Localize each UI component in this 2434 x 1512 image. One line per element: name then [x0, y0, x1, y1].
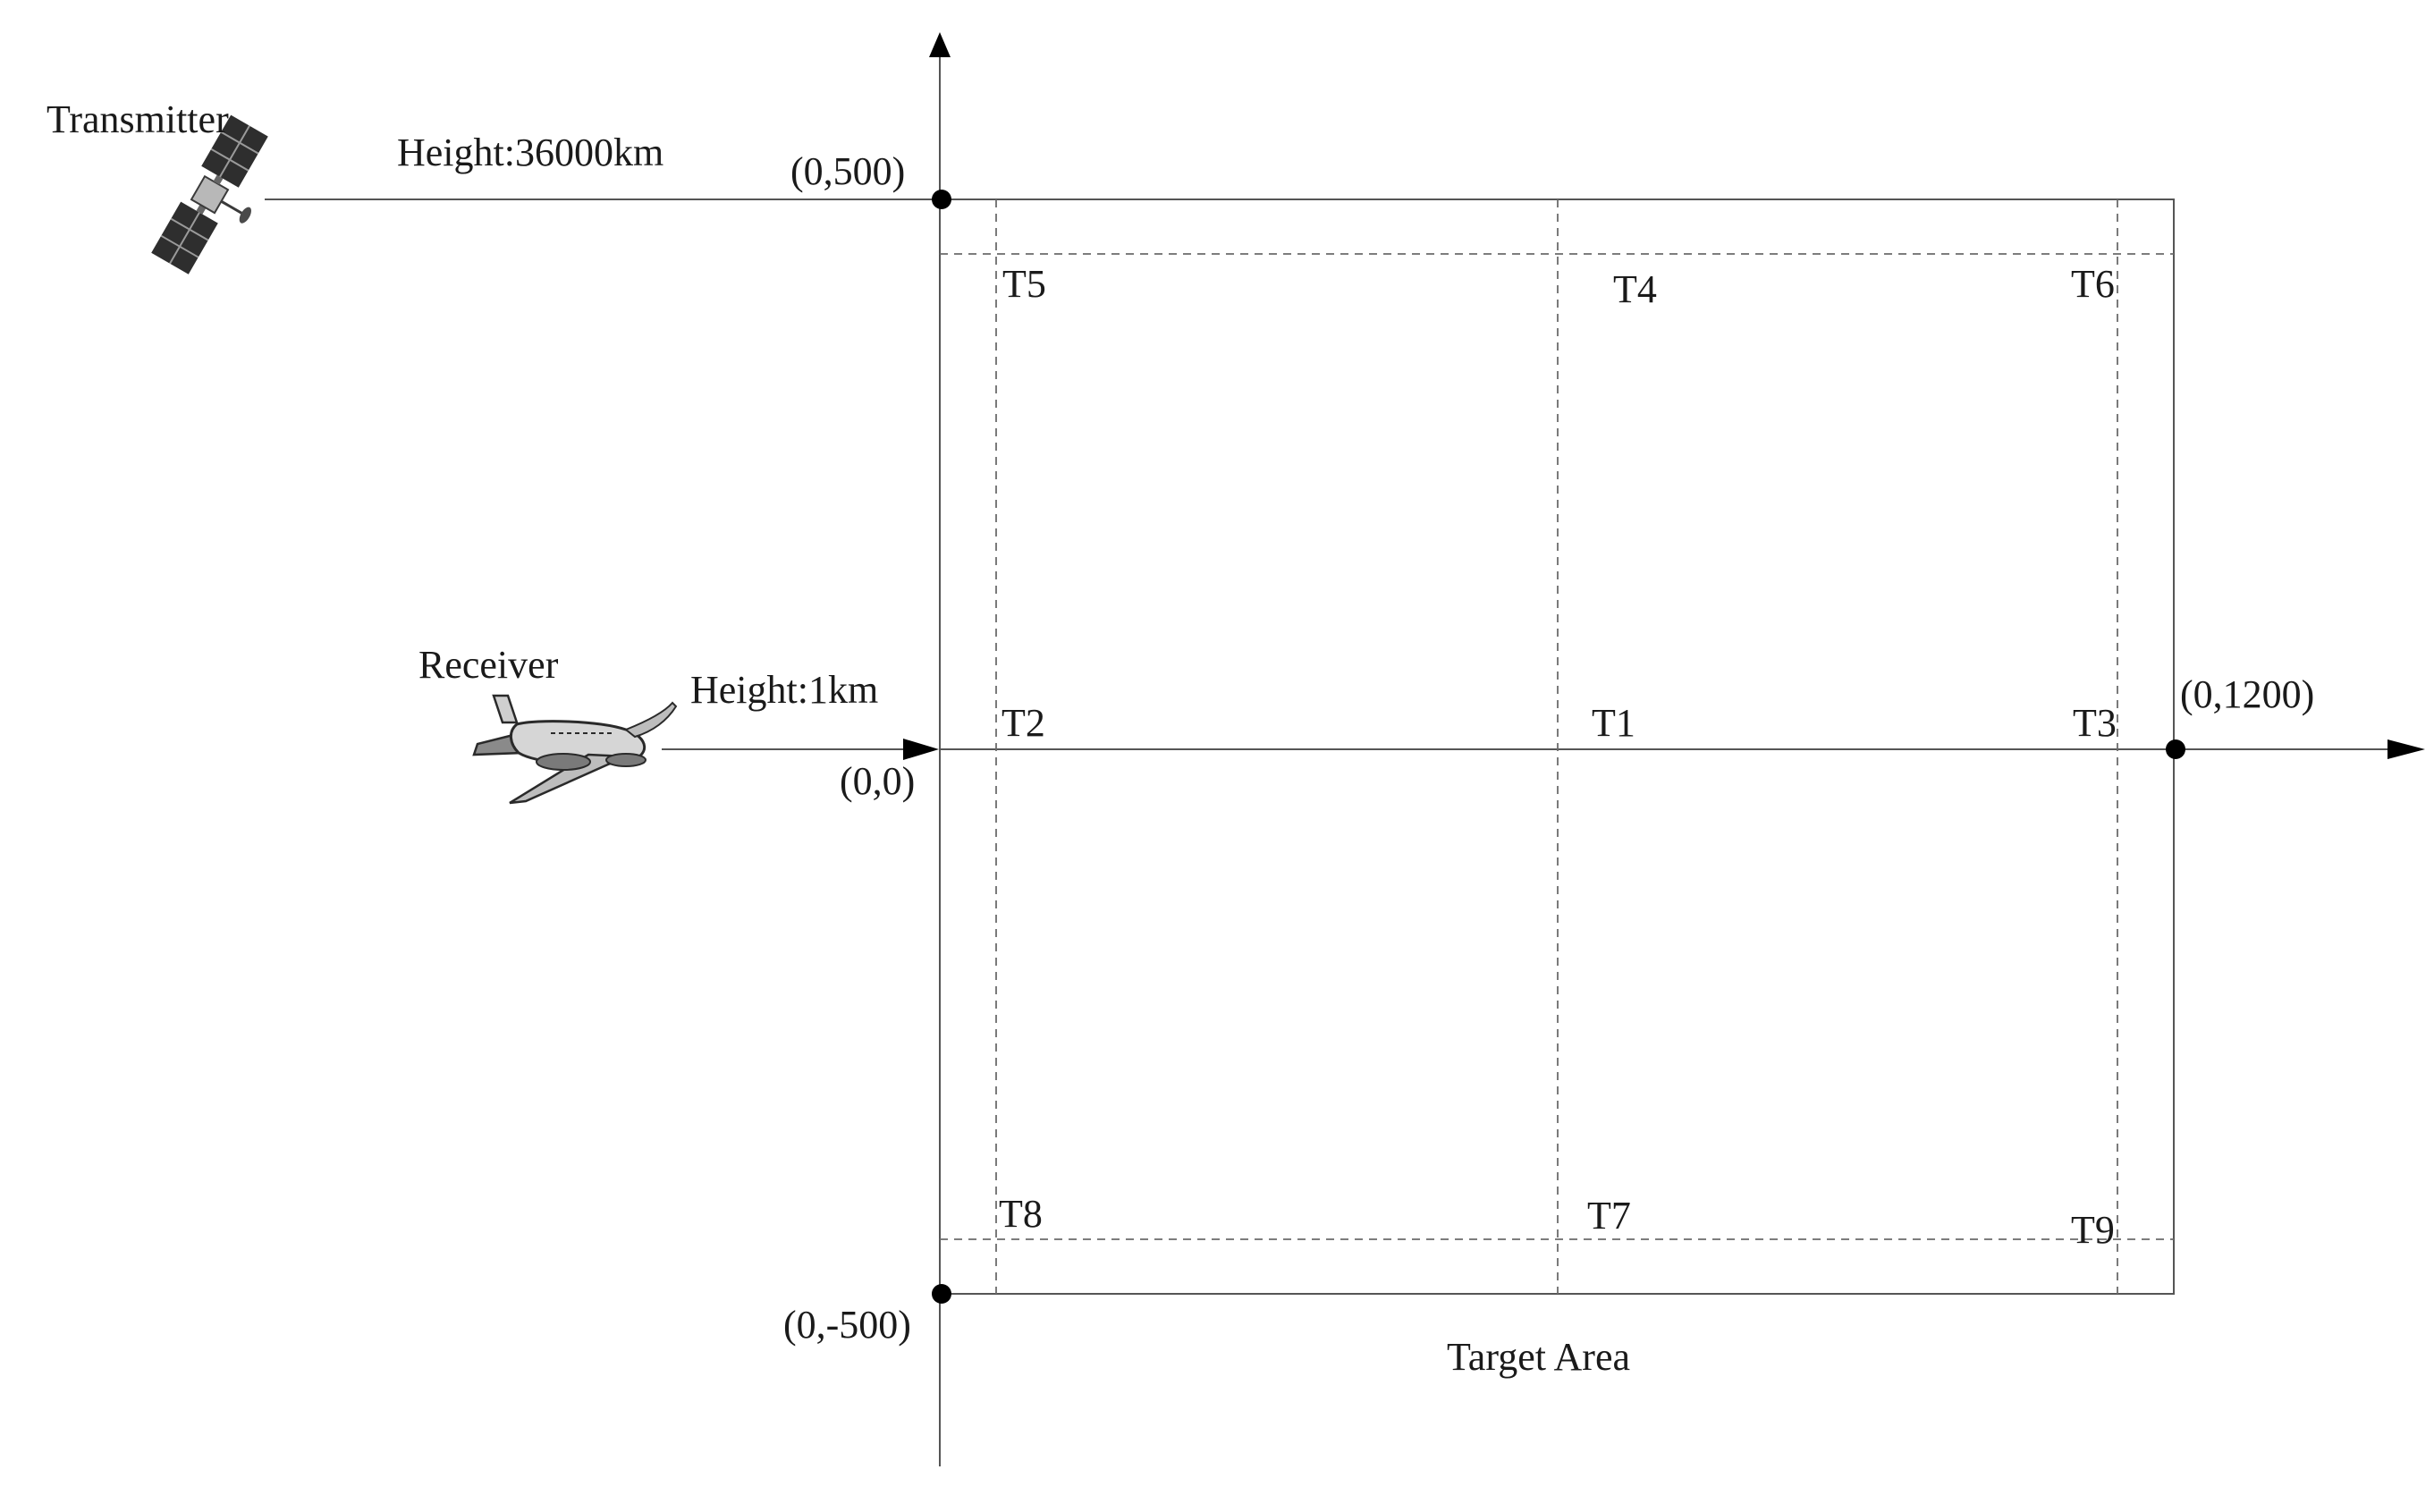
- transmitter-height-label: Height:36000km: [397, 131, 663, 174]
- transmitter-label: Transmitter: [46, 97, 229, 141]
- target-label-t9: T9: [2071, 1208, 2115, 1252]
- y-axis-arrowhead: [929, 32, 951, 57]
- receiver-signal-arrowhead: [903, 739, 939, 760]
- coordinate-label-right: (0,1200): [2180, 672, 2314, 716]
- coordinate-label-top-left: (0,500): [790, 149, 905, 193]
- receiver-height-label: Height:1km: [690, 668, 878, 712]
- target-area-boundary: [939, 199, 2175, 1295]
- target-label-t8: T8: [999, 1192, 1043, 1236]
- target-label-t1: T1: [1592, 701, 1635, 745]
- satellite-icon: [151, 114, 268, 275]
- marker-bottom-left: [932, 1284, 951, 1304]
- marker-right: [2166, 739, 2185, 759]
- marker-top-left: [932, 190, 951, 209]
- airplane-icon: [472, 694, 678, 805]
- target-label-t2: T2: [1001, 701, 1045, 745]
- x-axis-arrowhead: [2388, 739, 2425, 759]
- target-label-t4: T4: [1613, 267, 1657, 311]
- target-label-t7: T7: [1587, 1194, 1631, 1237]
- target-area-caption: Target Area: [1447, 1335, 1630, 1379]
- target-label-t3: T3: [2073, 701, 2117, 745]
- target-label-t5: T5: [1002, 262, 1046, 306]
- receiver-label: Receiver: [418, 643, 559, 687]
- target-label-t6: T6: [2071, 262, 2115, 306]
- coordinate-label-bottom-left: (0,-500): [783, 1303, 911, 1347]
- coordinate-label-origin: (0,0): [840, 759, 915, 803]
